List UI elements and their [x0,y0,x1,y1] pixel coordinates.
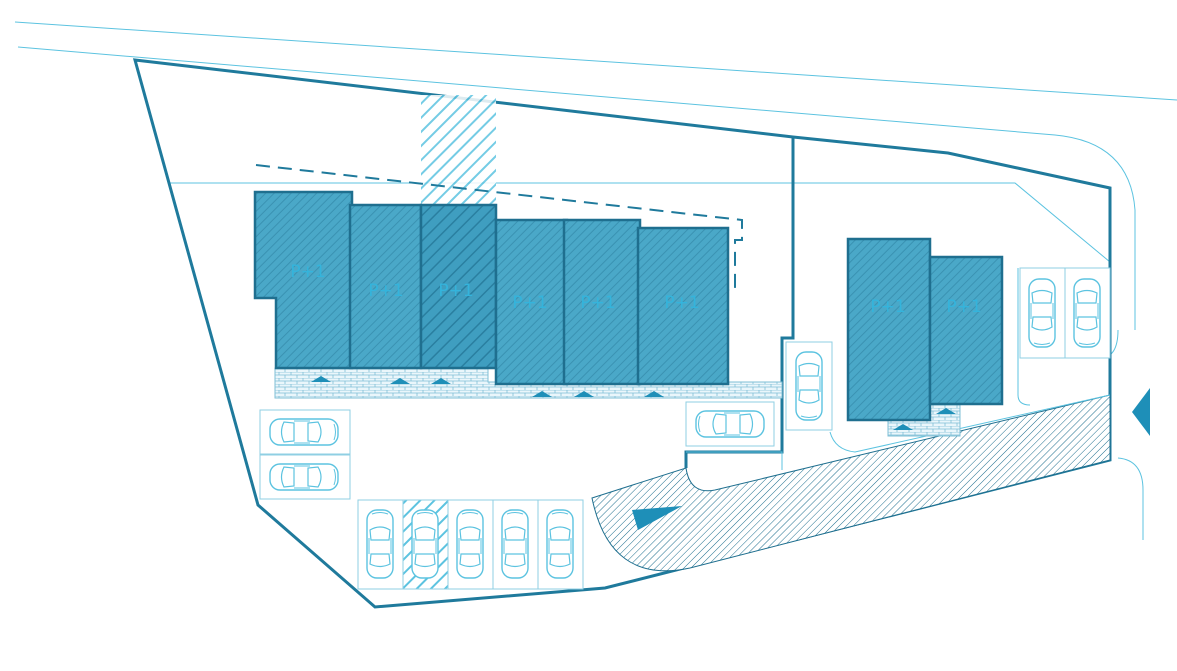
parking-south [357,499,584,590]
unit-entrance-icon [574,391,594,397]
direction-arrow-icon [632,506,682,530]
building-label: P+1 [290,262,325,282]
unit-entrance-icon [311,376,331,382]
unit-entrance-icon [936,408,956,414]
building-unit-3-highlighted: P+1 [419,203,498,370]
car-icon [1073,278,1101,348]
parking-east [1019,267,1111,359]
car-icon [269,463,339,491]
parking-west [259,409,351,500]
car-icon [501,509,529,579]
building-label: P+1 [438,281,473,301]
car-icon [546,509,574,579]
building-label: P+1 [870,297,905,317]
pedestrian-access-strip [421,95,496,205]
driveway [591,394,1111,572]
building-setback-line [255,164,743,291]
car-icon [795,351,823,421]
car-icon [456,509,484,579]
unit-entrance-icons [311,376,956,430]
parking-middle [685,341,833,447]
unit-entrance-icon [431,378,451,384]
building-unit-8: P+1 [928,255,1004,406]
car-icon [411,509,439,579]
building-unit-2: P+1 [348,203,423,370]
car-icon [366,509,394,579]
building-label: P+1 [368,281,403,301]
car-icon [695,410,765,438]
building-unit-1: P+1 [253,190,354,370]
car-icon [1028,278,1056,348]
buildings-west-row: P+1 P+1 P+1 P+1 P+1 P+1 [253,190,730,386]
building-unit-4: P+1 [494,218,569,386]
building-label: P+1 [580,293,615,313]
building-unit-6: P+1 [636,226,730,386]
building-unit-7: P+1 [846,237,932,422]
buildings-east-row: P+1 P+1 [846,237,1004,422]
building-unit-5: P+1 [562,218,642,386]
building-label: P+1 [664,293,699,313]
unit-entrance-icon [390,378,410,384]
unit-entrance-icon [893,424,913,430]
car-icon [269,418,339,446]
building-label: P+1 [512,293,547,313]
unit-entrance-icon [532,391,552,397]
building-label: P+1 [946,297,981,317]
unit-entrance-icon [644,391,664,397]
entry-arrow-icon [1132,388,1150,436]
